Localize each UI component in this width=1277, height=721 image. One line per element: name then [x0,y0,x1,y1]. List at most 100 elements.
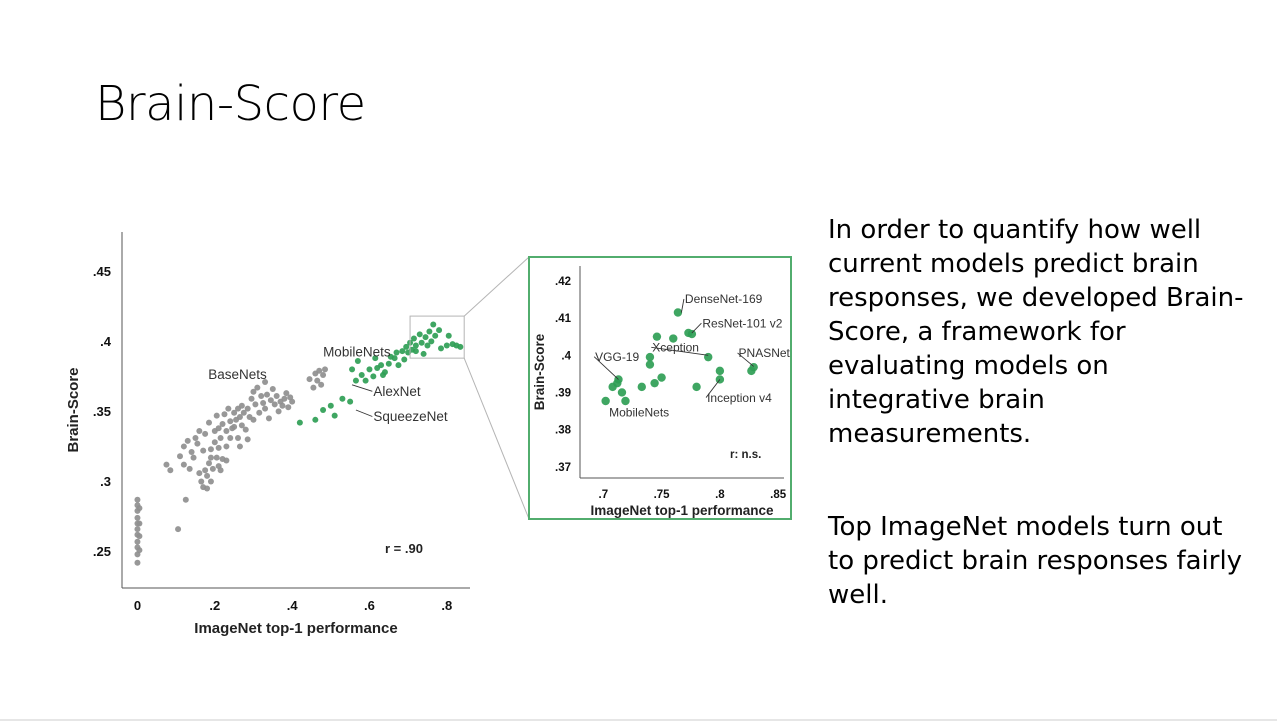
main-point [190,454,197,461]
main-point [320,407,327,413]
main-point [265,415,272,422]
inset-x-tick-label: .75 [654,489,671,501]
main-point [217,467,224,474]
main-point [236,414,243,421]
main-point [339,395,346,402]
main-point [273,392,280,399]
main-point [262,405,269,412]
main-point [410,335,417,342]
main-x-tick-label: 0 [134,598,141,613]
main-point [438,345,444,352]
main-point [378,362,385,369]
inset-point [652,332,662,341]
main-point [436,327,443,334]
inset-callout-line [593,356,619,380]
inset-point-label: DenseNet-169 [685,292,763,306]
main-correlation-label: r = .90 [385,541,423,556]
main-y-tick-label: .45 [93,264,111,279]
main-point [207,454,214,461]
main-point [225,405,232,412]
main-point [177,453,183,460]
inset-y-tick-label: .4 [561,350,571,362]
main-point [318,381,325,388]
main-point [381,369,388,376]
main-point [250,388,257,395]
inset-x-axis-label: ImageNet top-1 performance [590,503,774,518]
inset-point [669,334,678,343]
main-point [231,423,238,430]
main-y-tick-label: .4 [100,334,112,349]
main-point [248,395,255,402]
main-point [358,371,365,378]
main-point [240,409,247,416]
main-y-axis-label: Brain-Score [65,367,82,452]
inset-point [601,396,610,406]
main-point [445,332,452,339]
main-point [134,526,141,533]
main-point [432,332,439,339]
main-point [349,366,356,373]
main-point [223,428,230,435]
main-callout-line [355,409,373,417]
main-point [136,533,143,540]
main-x-tick-label: .2 [209,598,220,613]
inset-point-label: VGG-19 [595,350,639,364]
main-point [184,437,191,444]
inset-y-tick-label: .37 [555,462,571,474]
main-point [134,538,141,545]
conclusion-paragraph: Top ImageNet models turn out to predict … [828,512,1243,610]
main-point [163,461,170,468]
main-point [422,334,429,341]
main-point [238,402,245,409]
main-point [175,526,182,533]
main-point [252,401,259,408]
main-point [238,422,245,429]
inset-point [637,382,646,392]
main-point [244,436,251,443]
main-point [306,376,313,383]
main-point [322,366,328,373]
main-point [223,443,230,450]
main-point [418,339,425,346]
inset-x-tick-label: .7 [599,489,609,501]
inset-point [692,382,701,392]
main-point [271,401,278,408]
main-point [227,418,234,425]
main-point [236,443,243,450]
inset-callout-line [651,346,709,356]
main-point [223,457,230,464]
main-point [244,405,251,412]
inset-point [621,396,630,406]
main-point [281,395,288,402]
main-point [372,355,379,362]
main-point [443,342,450,349]
main-point [403,343,410,350]
main-point [424,342,431,349]
main-point [283,390,290,397]
main-point [430,321,437,328]
main-point [221,411,228,418]
inset-point-label: Xception [652,341,699,355]
main-point [285,404,292,411]
main-point [192,435,199,442]
main-point [347,398,354,405]
inset-callout-line [705,379,721,398]
inset-point [673,308,683,317]
description-paragraph: In order to quantify how well current mo… [828,215,1244,449]
main-point [202,430,209,437]
main-point [134,514,141,521]
bottom-rule [0,719,1277,721]
zoom-connectors [463,256,530,520]
main-point [250,416,257,423]
main-point [316,367,323,374]
main-point [289,398,296,405]
main-point [196,470,203,477]
zoom-connector-bottom [463,357,530,520]
zoom-connector-top [463,256,530,317]
main-point [167,467,174,474]
inset-frame [528,256,792,520]
inset-point [645,352,655,362]
inset-y-tick-label: .41 [555,313,572,325]
